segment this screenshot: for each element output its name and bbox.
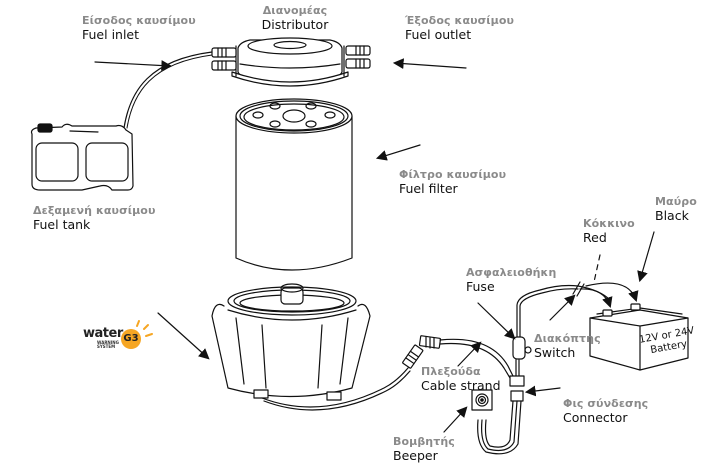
logo-badge: G3 [121,329,141,349]
label-beeper-english: Beeper [393,448,438,463]
label-fuel-outlet-english: Fuel outlet [405,27,472,42]
logo-subtitle: WARNING SYSTEM [97,340,119,350]
label-beeper: Βομβητής Beeper [393,436,455,463]
label-fuel-inlet-english: Fuel inlet [82,27,140,42]
label-switch-english: Switch [534,345,576,360]
outlet-fittings [345,45,371,69]
label-fuel-tank-greek: Δεξαμενή καυσίμου [33,204,156,217]
label-switch: Διακόπτης Switch [534,333,601,360]
sun-rays-icon [136,320,153,337]
distributor-part [211,37,371,87]
label-cable-strand-greek: Πλεξούδα [421,365,481,378]
label-black: Μαύρο Black [655,196,697,223]
logo-sub2: SYSTEM [97,344,116,350]
fuel-filter-arrow [375,144,421,161]
label-red-greek: Κόκκινο [583,217,635,230]
beeper-part [471,389,493,411]
label-connector-english: Connector [563,410,628,425]
fuel-line [123,51,213,129]
label-connector-greek: Φις σύνδεσης [563,397,649,410]
logo-word: water [83,326,123,341]
label-fuel-outlet: Έξοδος καυσίμου Fuel outlet [405,15,514,42]
water-separator-bowl [211,283,371,401]
fuel-outlet-arrow [392,58,467,69]
label-red: Κόκκινο Red [583,218,635,245]
connector-part [509,375,525,402]
battery-part [589,303,689,371]
label-red-english: Red [583,230,607,245]
label-fuse-english: Fuse [466,279,495,294]
fuel-inlet-arrow [94,60,173,71]
label-fuel-filter: Φίλτρο καυσίμου Fuel filter [399,169,506,196]
label-fuel-filter-english: Fuel filter [399,181,458,196]
sensor-cable [261,367,409,408]
label-black-english: Black [655,208,689,223]
label-distributor-greek: Διανομέας [262,4,328,17]
bowl-arrow [157,312,210,360]
label-fuse: Ασφαλειοθήκη Fuse [466,267,556,294]
logo-sub1: WARNING [97,340,119,345]
water-warning-g3-logo: water WARNING SYSTEM G3 [83,320,163,358]
label-cable-strand-english: Cable strand [421,378,501,393]
fuel-tank-part [30,123,134,191]
sensor-plug [402,344,424,369]
label-distributor-english: Distributor [261,17,329,32]
label-fuel-tank-english: Fuel tank [33,217,91,232]
label-black-greek: Μαύρο [655,195,697,208]
label-cable-strand: Πλεξούδα Cable strand [421,366,501,393]
fuel-filter-part [235,98,353,271]
label-fuel-outlet-greek: Έξοδος καυσίμου [405,14,515,27]
label-fuel-inlet-greek: Είσοδος καυσίμου [82,14,196,27]
label-fuel-tank: Δεξαμενή καυσίμου Fuel tank [33,205,156,232]
label-switch-greek: Διακόπτης [534,332,601,345]
label-fuse-greek: Ασφαλειοθήκη [466,266,557,279]
cable-strand-plug [418,335,442,349]
label-fuel-filter-greek: Φίλτρο καυσίμου [399,168,507,181]
label-distributor: Διανομέας Distributor [262,5,329,32]
label-connector: Φις σύνδεσης Connector [563,398,648,425]
label-beeper-greek: Βομβητής [393,435,455,448]
label-fuel-inlet: Είσοδος καυσίμου Fuel inlet [82,15,196,42]
inlet-fittings [211,47,237,71]
fuse-holder [512,336,532,360]
